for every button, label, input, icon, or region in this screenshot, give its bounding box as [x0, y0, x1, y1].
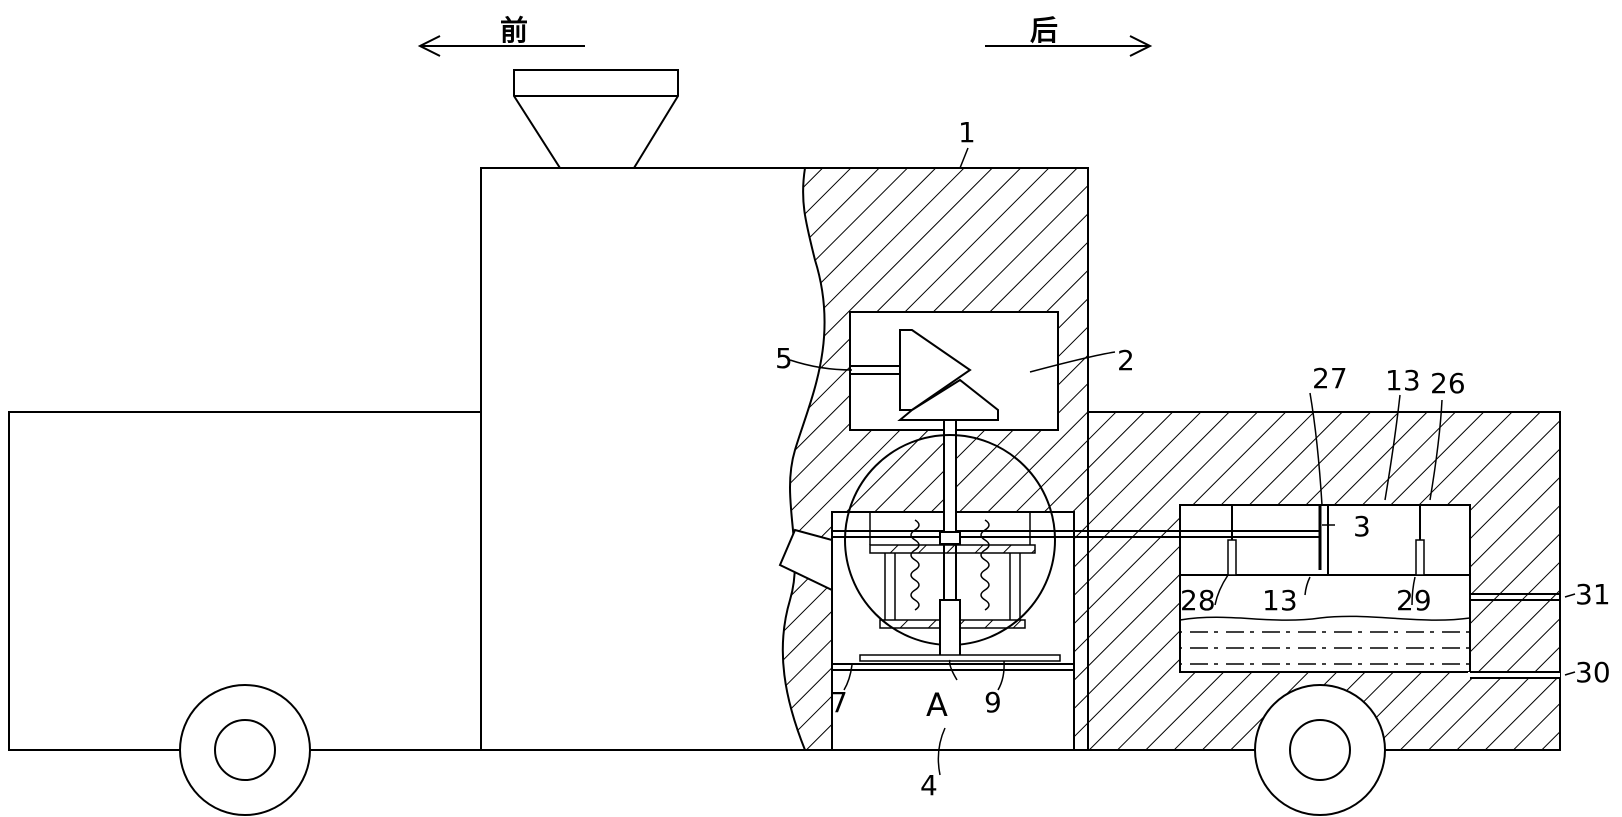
- rear-wheel: [1254, 684, 1386, 816]
- front-arrow: [417, 35, 585, 57]
- front-label: 前: [500, 14, 528, 47]
- label-30: 30: [1575, 656, 1611, 689]
- label-26: 26: [1430, 367, 1466, 400]
- front-wheel: [179, 684, 311, 816]
- drive-assembly-5: [850, 329, 999, 421]
- label-31: 31: [1575, 578, 1611, 611]
- label-3: 3: [1353, 510, 1371, 543]
- label-5: 5: [775, 342, 793, 375]
- rear-label: 后: [1030, 14, 1058, 47]
- label-4: 4: [920, 769, 938, 802]
- label-2: 2: [1117, 344, 1135, 377]
- plate-9: [859, 654, 1061, 662]
- rear-arrow: [985, 35, 1153, 57]
- liquid-level: [1179, 615, 1471, 673]
- feed-hopper: [513, 69, 679, 169]
- label-1: 1: [958, 116, 976, 149]
- inlet-chute: [778, 528, 833, 592]
- label-9: 9: [984, 686, 1002, 719]
- label-A: A: [926, 686, 948, 724]
- label-27: 27: [1312, 362, 1348, 395]
- label-29: 29: [1396, 584, 1432, 617]
- label-13-mid: 13: [1262, 584, 1298, 617]
- label-13-top: 13: [1385, 364, 1421, 397]
- label-7: 7: [830, 686, 848, 719]
- label-28: 28: [1180, 584, 1216, 617]
